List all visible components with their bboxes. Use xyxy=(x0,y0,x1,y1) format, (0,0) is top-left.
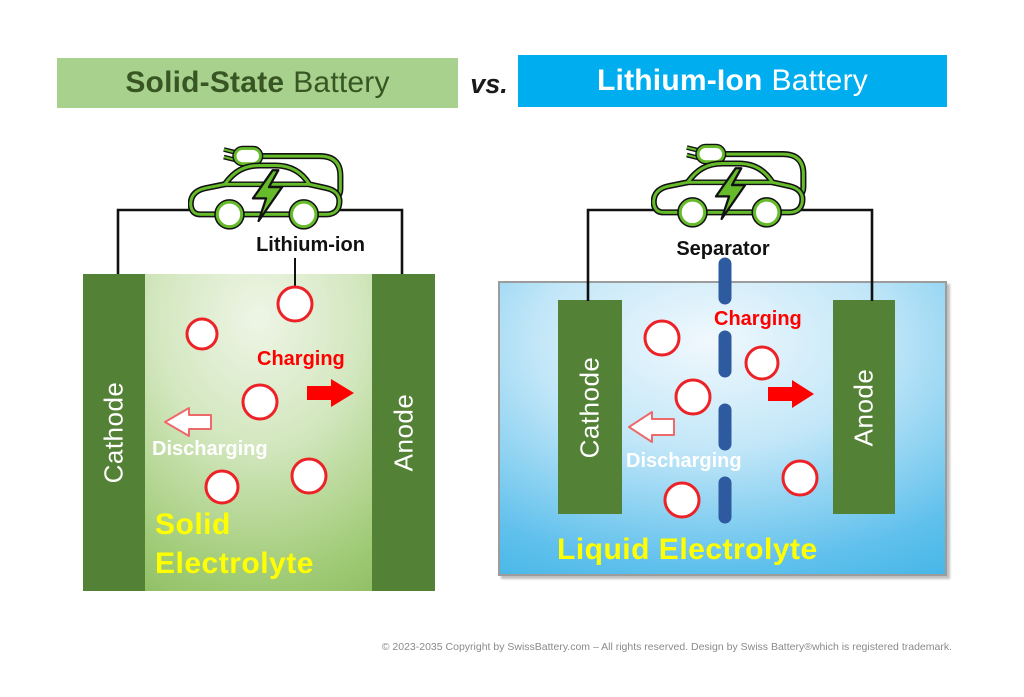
liquid-electrolyte-label: Liquid Electrolyte xyxy=(557,533,818,566)
copyright-notice: © 2023-2035 Copyright by SwissBattery.co… xyxy=(381,641,952,653)
solid-state-cathode-bar: Cathode xyxy=(83,274,145,591)
solid-state-title-rest: Battery xyxy=(293,66,390,99)
separator-callout: Separator xyxy=(676,238,770,260)
lithium-ion-cathode-label: Cathode xyxy=(574,356,605,458)
solid-state-anode-bar: Anode xyxy=(372,274,435,591)
solid-state-cathode-label: Cathode xyxy=(98,381,129,484)
solid-electrolyte-label-line2: Electrolyte xyxy=(155,547,314,580)
solid-electrolyte-label: Solid Electrolyte xyxy=(155,505,314,583)
lithium-ion-anode-label: Anode xyxy=(848,368,879,446)
lithium-ion-cathode-bar: Cathode xyxy=(558,300,622,514)
solid-electrolyte-label-line1: Solid xyxy=(155,508,231,541)
lithium-ion-discharging-label: Discharging xyxy=(626,450,742,472)
solid-state-discharging-label: Discharging xyxy=(152,438,268,460)
lithium-ion-charging-label: Charging xyxy=(714,308,802,330)
lightning-bolt-icon xyxy=(251,169,284,223)
lithium-ion-title-bold: Lithium-Ion xyxy=(597,64,763,97)
lithium-ion-anode-bar: Anode xyxy=(833,300,895,514)
versus-label: vs. xyxy=(470,69,508,99)
solid-state-anode-label: Anode xyxy=(388,393,418,472)
ev-car-charging-icon xyxy=(188,145,344,230)
lithium-ion-banner: Lithium-Ion Battery xyxy=(518,55,947,107)
solid-state-banner: Solid-State Battery xyxy=(57,58,458,108)
solid-state-charging-label: Charging xyxy=(257,348,345,370)
lithium-ion-callout: Lithium-ion xyxy=(256,234,365,256)
ev-car-charging-icon xyxy=(651,140,811,234)
solid-state-title-bold: Solid-State xyxy=(125,66,285,99)
lithium-ion-title-rest: Battery xyxy=(771,64,868,97)
